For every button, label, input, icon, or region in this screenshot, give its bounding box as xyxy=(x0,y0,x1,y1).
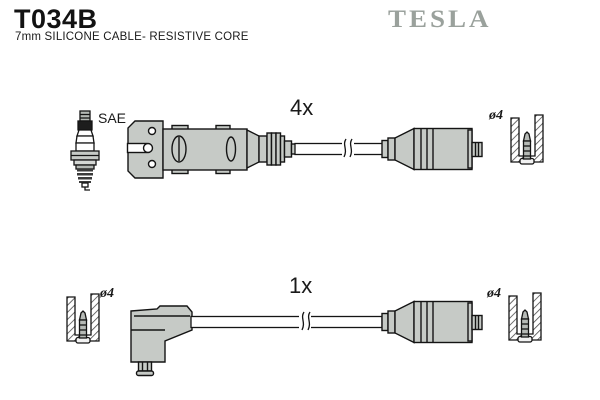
ignition-cable-icon xyxy=(190,311,383,331)
row1-drawing xyxy=(70,110,544,191)
plug-boot-icon xyxy=(381,127,483,171)
diameter-label-row1: ø4 xyxy=(489,108,503,123)
distributor-connector-icon xyxy=(126,120,298,179)
angled-plug-boot-icon xyxy=(130,305,193,377)
ignition-cable-icon xyxy=(294,138,384,158)
sae-label: SAE xyxy=(98,110,127,126)
terminal-cross-section-icon xyxy=(510,114,544,165)
plug-boot-icon xyxy=(381,300,483,344)
brand-logo: TESLA xyxy=(388,5,492,33)
terminal-cross-section-icon-left xyxy=(66,293,100,344)
row2-drawing xyxy=(66,292,542,377)
subtitle: 7mm SILICONE CABLE- RESISTIVE CORE xyxy=(15,31,249,43)
part-number-title: T034B xyxy=(14,4,98,34)
terminal-cross-section-icon-right xyxy=(508,292,542,343)
diameter-label-row2-right: ø4 xyxy=(487,286,501,301)
diameter-label-row2-left: ø4 xyxy=(100,286,114,301)
quantity-label-row2: 1x xyxy=(289,273,313,298)
quantity-label-row1: 4x xyxy=(290,95,314,120)
spark-plug-icon xyxy=(70,110,100,191)
